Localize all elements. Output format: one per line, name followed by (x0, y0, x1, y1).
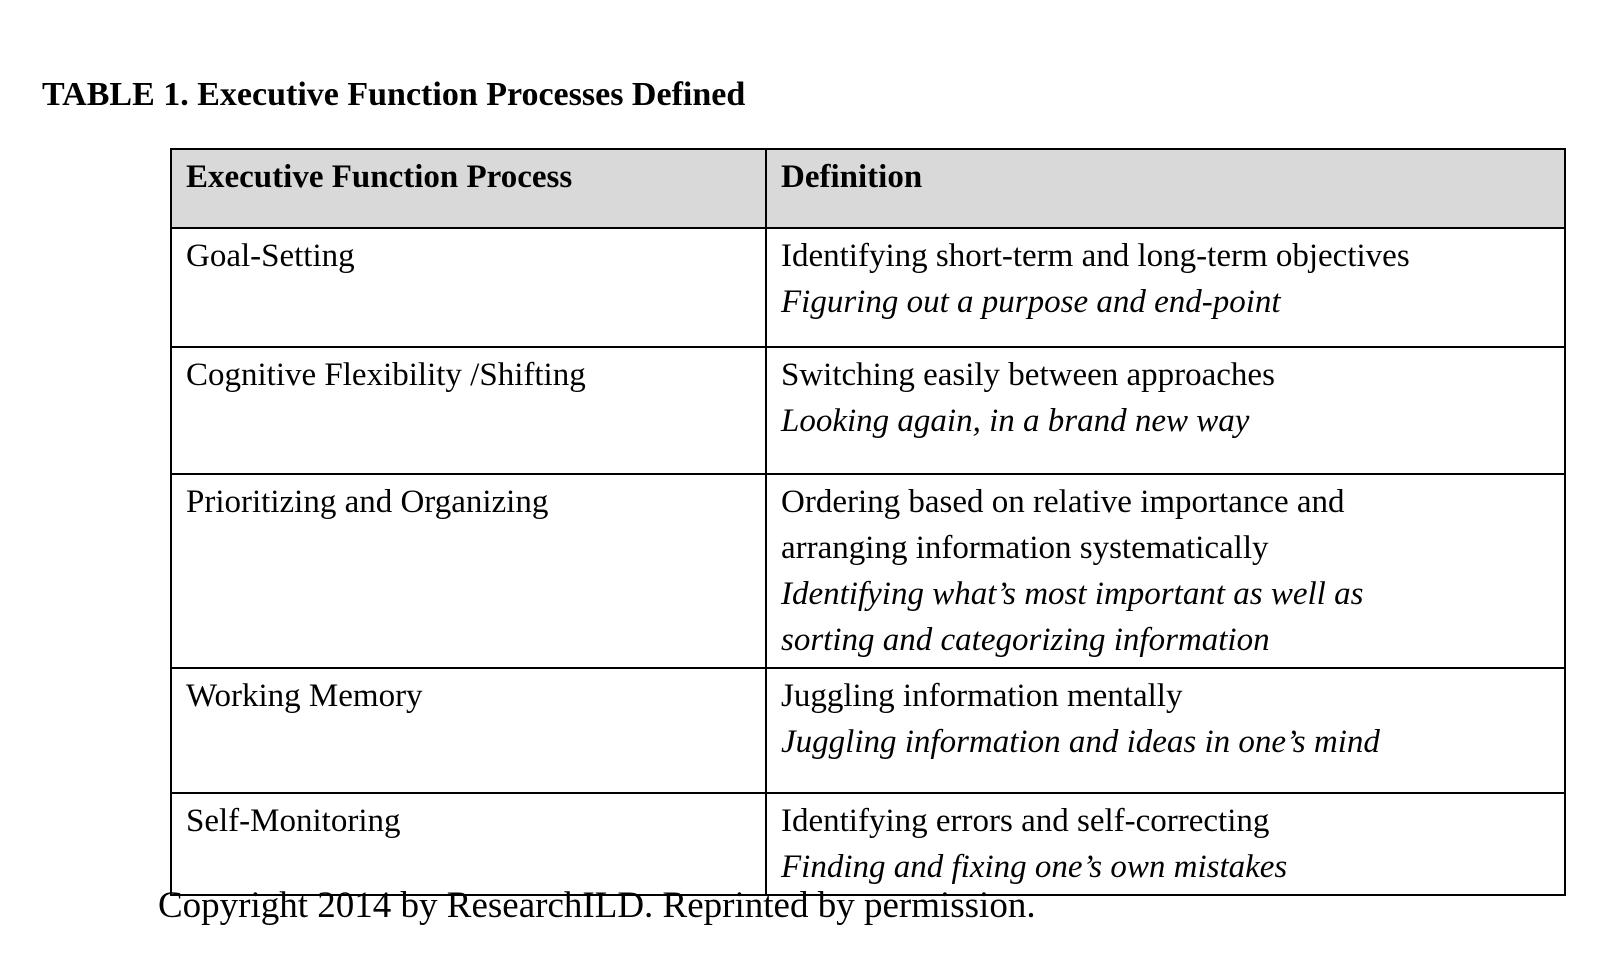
table-row: Goal-Setting Identifying short-term and … (170, 227, 1566, 348)
definition-example-text: Identifying what’s most important as wel… (781, 576, 1364, 658)
table-row: Prioritizing and Organizing Ordering bas… (170, 473, 1566, 669)
table-caption: TABLE 1. Executive Function Processes De… (42, 76, 746, 113)
table-row: Cognitive Flexibility /Shifting Switchin… (170, 346, 1566, 475)
process-name: Working Memory (186, 678, 423, 714)
process-cell: Cognitive Flexibility /Shifting (170, 346, 767, 475)
column-header-definition: Definition (765, 148, 1566, 229)
definition-example-text: Looking again, in a brand new way (781, 403, 1250, 439)
process-cell: Goal-Setting (170, 227, 767, 348)
definition-text: Ordering based on relative importance an… (781, 484, 1345, 566)
definition-cell: Identifying short-term and long-term obj… (765, 227, 1566, 348)
process-name: Goal-Setting (186, 238, 355, 274)
definition-example-text: Finding and fixing one’s own mistakes (781, 849, 1288, 885)
process-name: Cognitive Flexibility /Shifting (186, 357, 586, 393)
table-row: Self-Monitoring Identifying errors and s… (170, 792, 1566, 896)
header-row: Executive Function Process Definition (170, 148, 1566, 229)
copyright-note: Copyright 2014 by ResearchILD. Reprinted… (158, 885, 1036, 926)
column-header-process: Executive Function Process (170, 148, 767, 229)
definition-cell: Juggling information mentally Juggling i… (765, 667, 1566, 794)
process-name: Prioritizing and Organizing (186, 484, 549, 520)
table-row: Working Memory Juggling information ment… (170, 667, 1566, 794)
definition-text: Switching easily between approaches (781, 357, 1275, 393)
process-cell: Prioritizing and Organizing (170, 473, 767, 669)
process-cell: Working Memory (170, 667, 767, 794)
definition-text: Identifying errors and self-correcting (781, 803, 1270, 839)
definition-cell: Switching easily between approaches Look… (765, 346, 1566, 475)
process-cell: Self-Monitoring (170, 792, 767, 896)
process-name: Self-Monitoring (186, 803, 401, 839)
definition-text: Juggling information mentally (781, 678, 1183, 714)
definition-example-text: Figuring out a purpose and end-point (781, 284, 1281, 320)
definition-example-text: Juggling information and ideas in one’s … (781, 724, 1380, 760)
executive-function-table: Executive Function Process Definition Go… (170, 148, 1566, 896)
definition-text: Identifying short-term and long-term obj… (781, 238, 1410, 274)
definition-cell: Ordering based on relative importance an… (765, 473, 1566, 669)
definition-cell: Identifying errors and self-correcting F… (765, 792, 1566, 896)
